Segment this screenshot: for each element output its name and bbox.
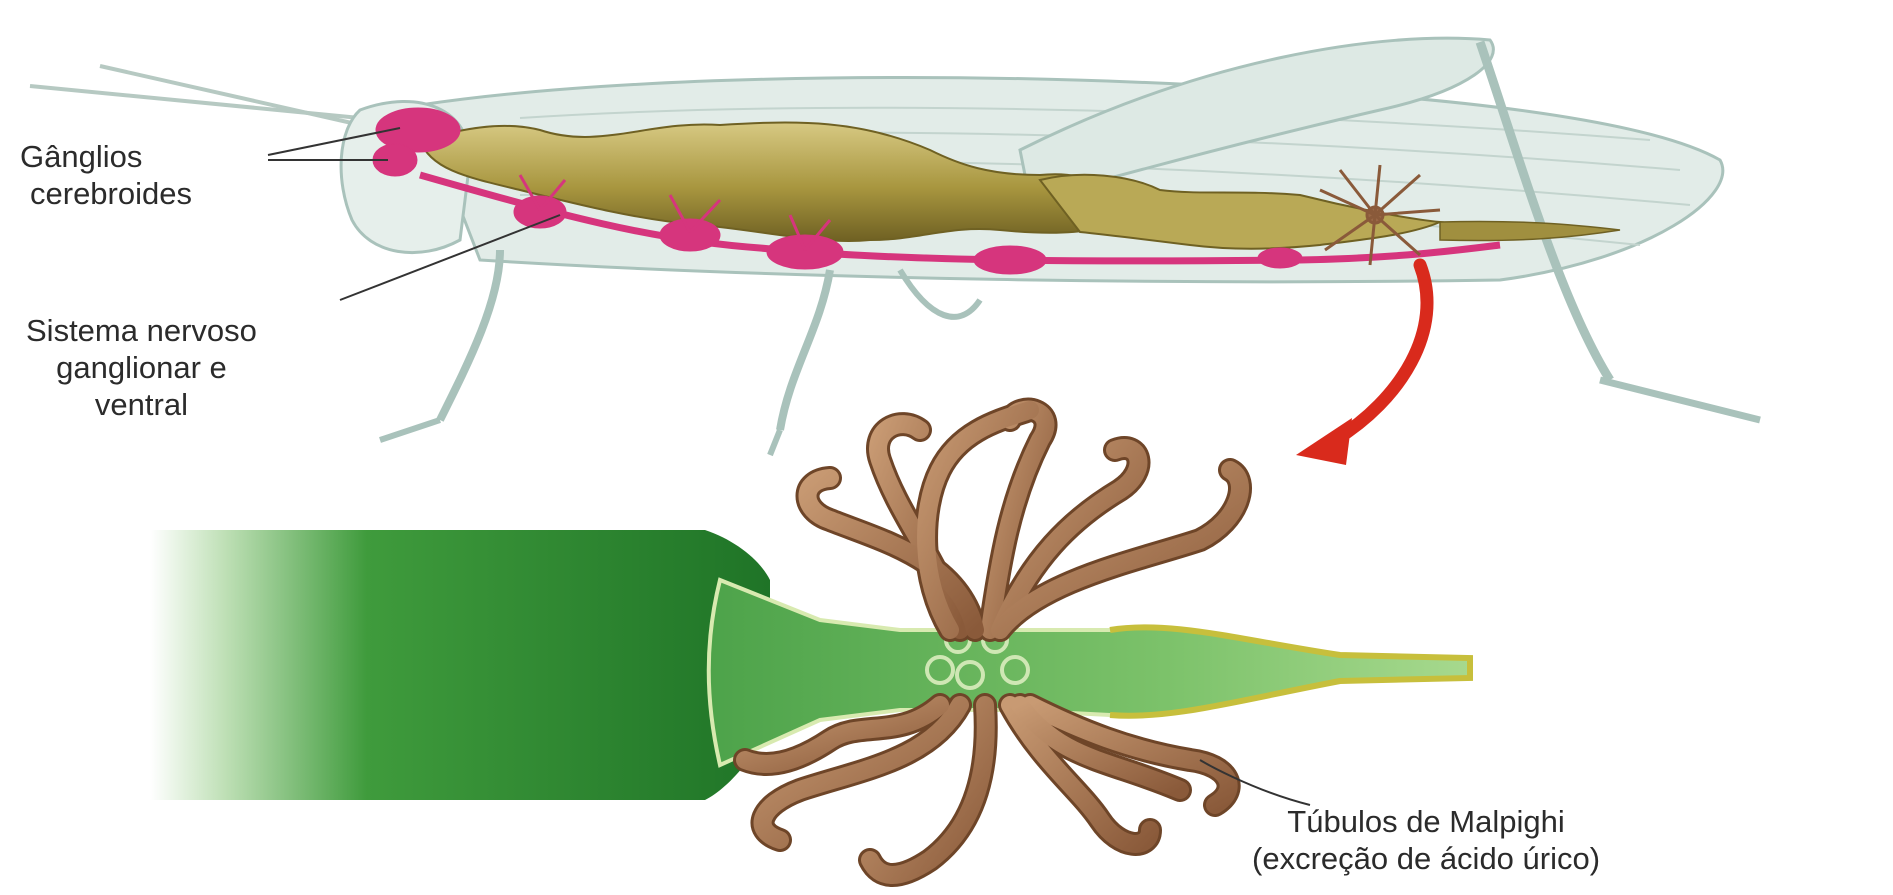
label-ganglios-line2: cerebroides — [30, 175, 192, 212]
label-sistema-line2: ganglionar e — [26, 349, 257, 386]
label-sistema-line3: ventral — [26, 386, 257, 423]
label-sistema-nervoso: Sistema nervoso ganglionar e ventral — [26, 312, 257, 423]
label-ganglios-line1: Gânglios — [20, 138, 192, 175]
label-malpighi-line1: Túbulos de Malpighi — [1252, 803, 1600, 840]
label-ganglios-cerebroides: Gânglios cerebroides — [20, 138, 192, 212]
label-sistema-line1: Sistema nervoso — [26, 312, 257, 349]
red-arrow-icon — [1296, 265, 1427, 465]
grasshopper-body — [30, 38, 1760, 455]
label-malpighi-line2: (excreção de ácido úrico) — [1252, 840, 1600, 877]
label-tubulos-malpighi: Túbulos de Malpighi (excreção de ácido ú… — [1252, 803, 1600, 877]
